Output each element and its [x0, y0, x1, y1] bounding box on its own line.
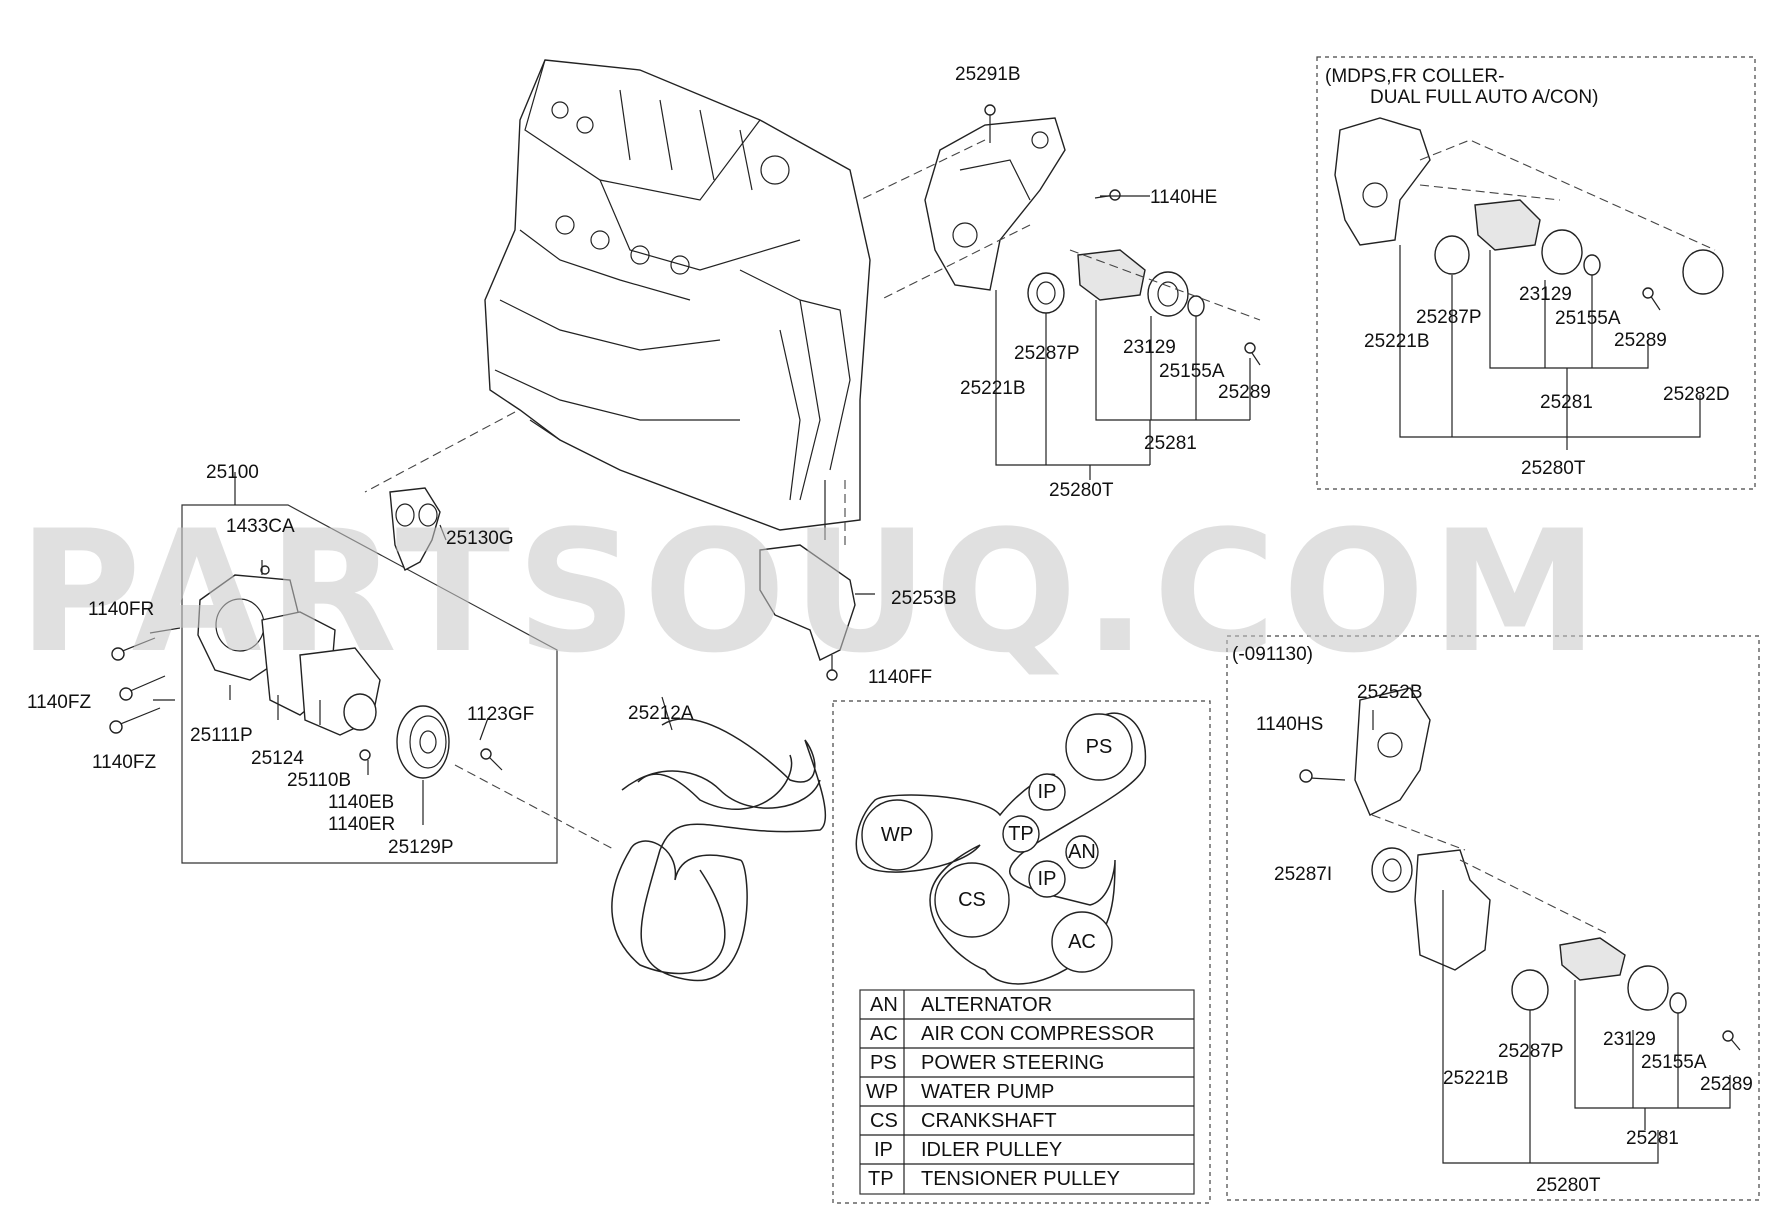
- mdps-label-25281: 25281: [1540, 392, 1593, 413]
- label-1433CA: 1433CA: [226, 516, 295, 537]
- main-leader-lines: [859, 139, 1261, 480]
- legend-name: IDLER PULLEY: [921, 1139, 1062, 1161]
- legend-code: TP: [868, 1168, 894, 1190]
- pulley-wp: [861, 799, 933, 871]
- early-label-25287P: 25287P: [1498, 1041, 1564, 1062]
- pulley-ps: [1065, 713, 1133, 781]
- label-1140ER: 1140ER: [328, 814, 395, 835]
- pulley-label-wp: WP: [881, 824, 913, 846]
- legend-row: IP IDLER PULLEY: [874, 1139, 1062, 1161]
- legend-code: WP: [866, 1081, 898, 1103]
- belt-routing-group: PS IP WP TP AN IP CS AC AN ALTERNATOR AC…: [832, 700, 1211, 1204]
- early-label-25281: 25281: [1626, 1128, 1679, 1149]
- label-25129P: 25129P: [388, 837, 454, 858]
- mdps-label-25282D: 25282D: [1663, 384, 1730, 405]
- legend-row: CS CRANKSHAFT: [870, 1110, 1057, 1132]
- engine-block-illustration: [484, 59, 871, 531]
- pulley-cs: [934, 862, 1010, 938]
- legend-row: AC AIR CON COMPRESSOR: [870, 1023, 1154, 1045]
- label-25111P: 25111P: [190, 725, 253, 746]
- watermark-text: PARTSOUQ.COM: [18, 494, 1604, 690]
- mdps-label-25289: 25289: [1614, 330, 1667, 351]
- legend-name: TENSIONER PULLEY: [921, 1168, 1120, 1190]
- label-1140FR: 1140FR: [88, 599, 154, 620]
- legend-row: PS POWER STEERING: [870, 1052, 1104, 1074]
- label-1140FF: 1140FF: [868, 667, 932, 688]
- early-label-25287I: 25287I: [1274, 864, 1332, 885]
- label-25289: 25289: [1218, 382, 1271, 403]
- pulley-label-tp: TP: [1008, 823, 1034, 845]
- label-25100: 25100: [206, 462, 259, 483]
- label-25287P: 25287P: [1014, 343, 1080, 364]
- mdps-note-line2: DUAL FULL AUTO A/CON): [1370, 87, 1598, 108]
- label-1140FZ: 1140FZ: [27, 692, 91, 713]
- pulley-label-cs: CS: [958, 889, 986, 911]
- mdps-label-25287P: 25287P: [1416, 307, 1482, 328]
- pulley-label-ip-top: IP: [1038, 781, 1057, 803]
- pulley-an: [1065, 835, 1099, 869]
- mdps-label-25280T: 25280T: [1521, 458, 1586, 479]
- label-25291B: 25291B: [955, 64, 1021, 85]
- mdps-variant-group: [1316, 56, 1756, 490]
- early-note: (-091130): [1232, 644, 1313, 665]
- early-label-1140HS: 1140HS: [1256, 714, 1323, 735]
- legend-row: TP TENSIONER PULLEY: [868, 1168, 1120, 1190]
- mdps-label-25221B: 25221B: [1364, 331, 1430, 352]
- pulley-legend-table: AN ALTERNATOR AC AIR CON COMPRESSOR PS P…: [859, 989, 1195, 1195]
- label-1140FZ: 1140FZ: [92, 752, 156, 773]
- bracket-25253B: [759, 480, 875, 681]
- label-1140EB: 1140EB: [328, 792, 394, 813]
- early-label-25289: 25289: [1700, 1074, 1753, 1095]
- serpentine-belt-25212A: [611, 696, 827, 981]
- mdps-note-line1: (MDPS,FR COLLER-: [1325, 66, 1504, 87]
- mdps-label-25155A: 25155A: [1555, 308, 1621, 329]
- label-25155A: 25155A: [1159, 361, 1225, 382]
- pulley-ip-top: [1028, 773, 1066, 811]
- legend-name: CRANKSHAFT: [921, 1110, 1057, 1132]
- legend-name: AIR CON COMPRESSOR: [921, 1023, 1154, 1045]
- label-25281: 25281: [1144, 433, 1197, 454]
- label-25212A: 25212A: [628, 703, 694, 724]
- pulley-ac: [1051, 911, 1113, 973]
- legend-code: CS: [870, 1110, 898, 1132]
- main-bracket-assembly: [924, 104, 1261, 366]
- early-variant-group: [1226, 635, 1760, 1201]
- early-label-25155A: 25155A: [1641, 1052, 1707, 1073]
- legend-code: AN: [870, 994, 898, 1016]
- legend-code: AC: [870, 1023, 898, 1045]
- water-pump-group: [109, 411, 616, 864]
- legend-row: WP WATER PUMP: [866, 1081, 1054, 1103]
- early-label-25221B: 25221B: [1443, 1068, 1509, 1089]
- label-25130G: 25130G: [446, 528, 514, 549]
- label-1140HE: 1140HE: [1150, 187, 1217, 208]
- pulley-label-ac: AC: [1068, 931, 1096, 953]
- label-1123GF: 1123GF: [467, 704, 534, 725]
- legend-name: ALTERNATOR: [921, 994, 1052, 1016]
- label-25124: 25124: [251, 748, 304, 769]
- legend-name: POWER STEERING: [921, 1052, 1104, 1074]
- label-25221B: 25221B: [960, 378, 1026, 399]
- legend-code: IP: [874, 1139, 893, 1161]
- legend-code: PS: [870, 1052, 897, 1074]
- early-label-25252B: 25252B: [1357, 682, 1423, 703]
- label-23129: 23129: [1123, 337, 1176, 358]
- pulley-ip-mid: [1028, 860, 1066, 898]
- label-25110B: 25110B: [287, 770, 351, 791]
- pulley-label-ip-mid: IP: [1038, 868, 1057, 890]
- label-25253B: 25253B: [891, 588, 957, 609]
- legend-row: AN ALTERNATOR: [870, 994, 1052, 1016]
- pulley-tp: [1002, 815, 1040, 853]
- label-25280T: 25280T: [1049, 480, 1114, 501]
- legend-name: WATER PUMP: [921, 1081, 1054, 1103]
- mdps-label-23129: 23129: [1519, 284, 1572, 305]
- pulley-label-ps: PS: [1086, 736, 1113, 758]
- pulley-label-an: AN: [1068, 841, 1096, 863]
- early-label-25280T: 25280T: [1536, 1175, 1601, 1196]
- early-label-23129: 23129: [1603, 1029, 1656, 1050]
- part-labels: 25291B 1140HE 25287P 23129 25155A 25289 …: [27, 64, 1753, 1196]
